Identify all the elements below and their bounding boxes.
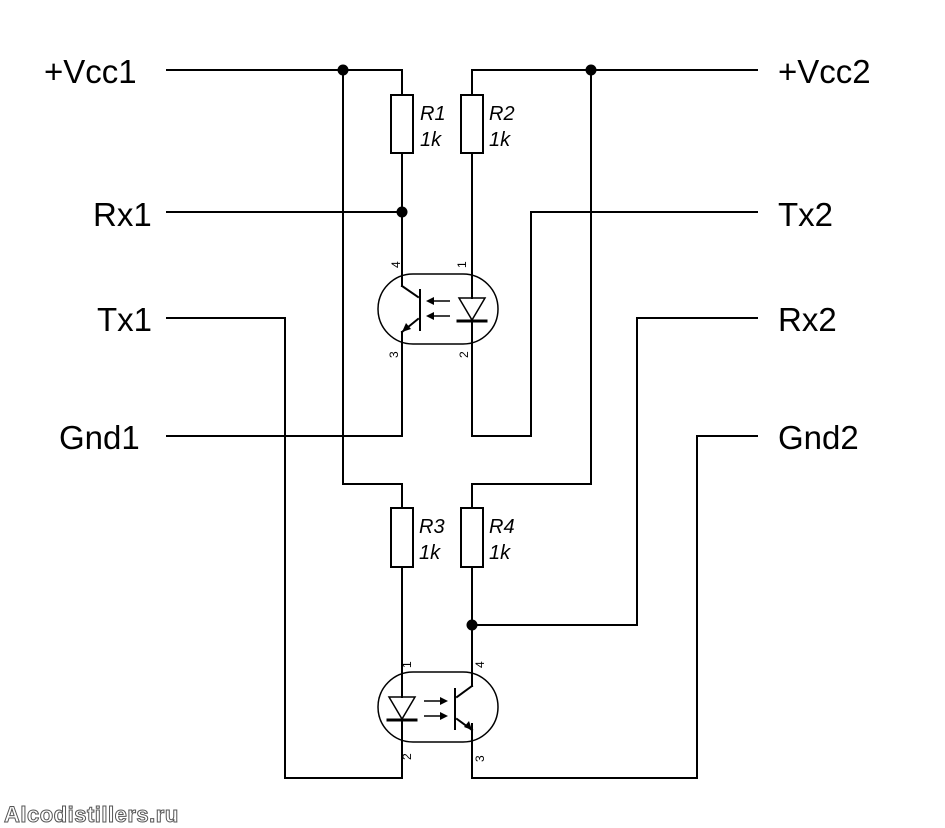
net-label-gnd2: Gnd2 — [778, 419, 859, 456]
resistor-r1: R1 1k — [390, 94, 446, 154]
optocoupler-body — [377, 671, 499, 743]
pin-number: 1 — [400, 661, 414, 668]
optocoupler-2: 1 4 2 3 — [377, 661, 499, 762]
resistor-r4: R4 1k — [460, 507, 515, 568]
resistor-r3: R3 1k — [390, 507, 445, 568]
net-label-rx2: Rx2 — [778, 301, 837, 338]
optocoupler-body — [377, 273, 499, 345]
optocoupler-1: 4 1 3 2 — [377, 261, 499, 358]
resistor-ref: R2 — [489, 103, 515, 125]
net-label-tx2: Tx2 — [778, 196, 833, 233]
resistor-ref: R1 — [420, 103, 446, 125]
resistor-value: 1k — [420, 129, 442, 151]
net-label-tx1: Tx1 — [97, 301, 152, 338]
net-label-vcc1: +Vcc1 — [44, 53, 137, 90]
junction-dot — [585, 64, 597, 76]
resistor-value: 1k — [419, 542, 441, 564]
resistor-r2: R2 1k — [460, 94, 515, 154]
resistor-ref: R4 — [489, 516, 515, 538]
junction-dot — [337, 64, 349, 76]
net-label-vcc2: +Vcc2 — [778, 53, 871, 90]
wires-side-1 — [166, 69, 403, 779]
pin-number: 2 — [400, 753, 414, 760]
junction-dot — [466, 619, 478, 631]
net-label-rx1: Rx1 — [93, 196, 152, 233]
junction-dot — [396, 206, 408, 218]
watermark: Alcodistillers.ru — [4, 802, 179, 827]
pin-number: 3 — [473, 755, 487, 762]
pin-number: 3 — [387, 351, 401, 358]
resistor-ref: R3 — [419, 516, 445, 538]
pin-number: 2 — [457, 351, 471, 358]
pin-number: 4 — [389, 261, 403, 268]
wires-side-2 — [471, 69, 758, 779]
pin-number: 4 — [473, 661, 487, 668]
net-label-gnd1: Gnd1 — [59, 419, 140, 456]
resistor-value: 1k — [489, 129, 511, 151]
resistor-value: 1k — [489, 542, 511, 564]
pin-number: 1 — [455, 261, 469, 268]
